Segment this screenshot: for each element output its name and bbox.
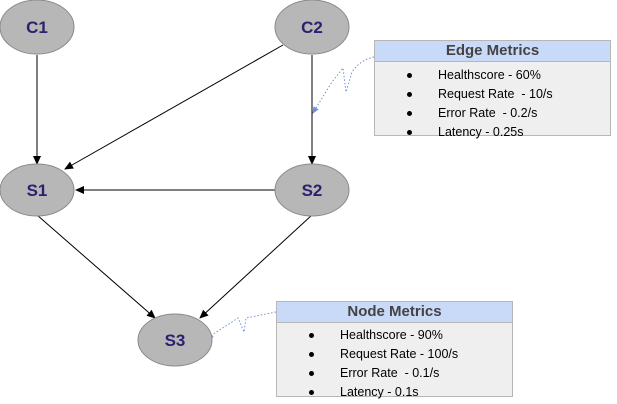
node-s1: S1 xyxy=(0,163,75,217)
node-c1-label: C1 xyxy=(26,18,48,37)
node-metric-healthscore: Healthscore - 90% xyxy=(340,328,443,342)
node-c2-label: C2 xyxy=(301,18,323,37)
edge-metric-latency: Latency - 0.25s xyxy=(438,125,524,139)
edge-metric-error-rate: Error Rate - 0.2/s xyxy=(438,106,538,120)
node-metric-latency: Latency - 0.1s xyxy=(340,385,419,399)
node-c2: C2 xyxy=(274,0,350,55)
bullet-icon xyxy=(309,352,314,357)
node-metric-request-rate: Request Rate - 100/s xyxy=(340,347,459,361)
list-item: Healthscore - 60% xyxy=(375,66,610,85)
edge-metric-request-rate: Request Rate - 10/s xyxy=(438,87,553,101)
list-item: Healthscore - 90% xyxy=(277,326,512,345)
list-item: Latency - 0.25s xyxy=(375,123,610,142)
node-c1: C1 xyxy=(0,0,75,55)
edge-c2-s1 xyxy=(64,44,284,170)
node-s2: S2 xyxy=(274,163,350,217)
edge-metrics-title: Edge Metrics xyxy=(375,41,610,62)
node-s1-label: S1 xyxy=(27,181,48,200)
node-metrics-title: Node Metrics xyxy=(277,302,512,323)
edge-metrics-callout-connector xyxy=(312,56,375,114)
node-s3: S3 xyxy=(137,313,213,367)
edge-s2-s3 xyxy=(199,214,313,319)
bullet-icon xyxy=(407,130,412,135)
bullet-icon xyxy=(309,371,314,376)
bullet-icon xyxy=(309,390,314,395)
list-item: Request Rate - 100/s xyxy=(277,345,512,364)
edge-s1-s3 xyxy=(36,214,156,319)
list-item: Latency - 0.1s xyxy=(277,383,512,402)
edge-metric-healthscore: Healthscore - 60% xyxy=(438,68,541,82)
node-metrics-card: Node Metrics Healthscore - 90% Request R… xyxy=(276,301,513,399)
node-metrics-callout-connector xyxy=(206,311,277,339)
bullet-icon xyxy=(407,111,412,116)
list-item: Error Rate - 0.1/s xyxy=(277,364,512,383)
node-s3-label: S3 xyxy=(165,331,186,350)
node-metrics-list: Healthscore - 90% Request Rate - 100/s E… xyxy=(277,323,512,402)
edge-metrics-card: Edge Metrics Healthscore - 60% Request R… xyxy=(374,40,611,139)
bullet-icon xyxy=(407,92,412,97)
bullet-icon xyxy=(309,333,314,338)
edge-metrics-list: Healthscore - 60% Request Rate - 10/s Er… xyxy=(375,62,610,142)
bullet-icon xyxy=(407,73,412,78)
list-item: Request Rate - 10/s xyxy=(375,85,610,104)
node-s2-label: S2 xyxy=(302,181,323,200)
list-item: Error Rate - 0.2/s xyxy=(375,104,610,123)
node-metric-error-rate: Error Rate - 0.1/s xyxy=(340,366,440,380)
